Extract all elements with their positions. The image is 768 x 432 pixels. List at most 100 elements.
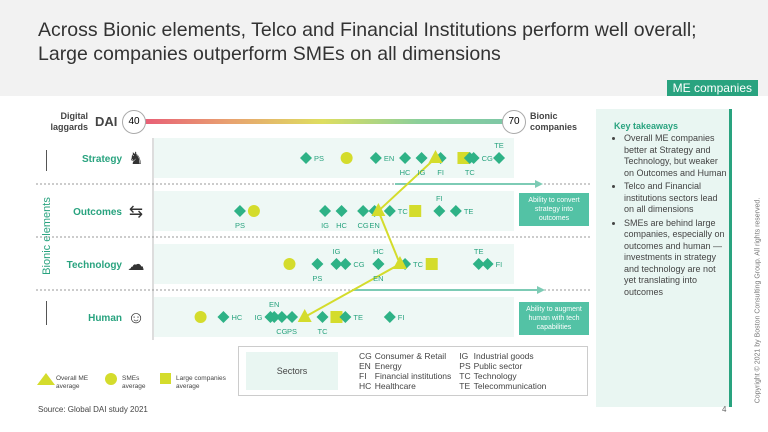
sector-label: PS: [235, 221, 245, 230]
sector-marker-tc: [316, 311, 329, 323]
large-average-marker: [425, 258, 438, 270]
sector-marker-hc: [335, 205, 348, 217]
sector-name: Energy: [374, 361, 402, 371]
dai-chart: Strategy ♞ PS EN HC IG FI TC CG TE Outcomes ⇆ PS IG HC…: [36, 138, 590, 340]
me-average-marker: [297, 309, 312, 322]
legend-large-average: Large companies average: [176, 375, 226, 390]
sector-code: HC: [359, 381, 372, 391]
sector-label: PS: [312, 274, 322, 283]
sector-marker-fi: [383, 311, 396, 323]
sector-label: EN: [384, 154, 394, 163]
sector-marker-cg: [275, 311, 288, 323]
bionic-companies-label: Bionic companies: [530, 111, 578, 132]
sector-marker-te: [472, 258, 485, 270]
sector-label: EN: [373, 274, 383, 283]
source-note: Source: Global DAI study 2021: [38, 405, 148, 414]
sector-code: CG: [359, 351, 372, 361]
sector-label: TE: [464, 207, 474, 216]
sme-average-marker: [194, 311, 207, 323]
copyright: Copyright © 2021 by Boston Consulting Gr…: [754, 197, 762, 404]
sector-label: FI: [436, 194, 443, 203]
sector-label: TC: [465, 168, 476, 177]
sector-label: TE: [353, 313, 363, 322]
header: [0, 0, 768, 96]
sector-label: FI: [496, 260, 503, 269]
sector-label: PS: [287, 327, 297, 336]
sector-marker-ig: [330, 258, 343, 270]
takeaway-item: SMEs are behind large companies, especia…: [624, 218, 729, 299]
sector-label: IG: [333, 247, 341, 256]
digital-laggards-label: Digital laggards: [50, 111, 88, 132]
sector-label: FI: [437, 168, 444, 177]
sector-label: CG: [276, 327, 287, 336]
sectors-title: Sectors: [246, 352, 338, 390]
sector-label: HC: [400, 168, 411, 177]
sector-label: FI: [398, 313, 405, 322]
sector-marker-hc: [217, 311, 230, 323]
dai-gradient-bar: [132, 119, 513, 124]
y-axis: Bionic elements: [12, 150, 82, 330]
large-average-square-icon: [160, 373, 171, 384]
row-label-strategy: Strategy: [82, 154, 122, 165]
row-label-outcomes: Outcomes: [73, 207, 122, 218]
sector-label: HC: [231, 313, 242, 322]
chess-knight-icon: ♞: [128, 149, 143, 168]
sector-label: TE: [474, 247, 484, 256]
key-takeaways-panel: Key takeaways Overall ME companies bette…: [596, 109, 732, 407]
dai-max: 70: [502, 110, 526, 134]
sector-name: Consumer & Retail: [374, 351, 447, 361]
sme-average-marker: [340, 152, 353, 164]
sector-marker-cg: [357, 205, 370, 217]
large-average-marker: [409, 205, 422, 217]
sector-marker-ig: [415, 152, 428, 164]
sector-marker-cg: [467, 152, 480, 164]
sector-marker-fi: [481, 258, 494, 270]
page-title: Across Bionic elements, Telco and Financ…: [38, 18, 697, 66]
sector-code: TC: [459, 371, 471, 381]
sector-label: TC: [413, 260, 424, 269]
sector-label: IG: [255, 313, 263, 322]
sector-name: Technology: [473, 371, 517, 381]
sector-marker-te: [339, 311, 352, 323]
me-average-path: [304, 157, 437, 318]
sector-label: TE: [494, 141, 504, 150]
legend-sme-average: SMEs average: [122, 375, 146, 390]
sector-label: EN: [369, 221, 379, 230]
sector-marker-en: [268, 311, 281, 323]
sector-name: Financial institutions: [374, 371, 452, 381]
dai-label: DAI: [95, 114, 118, 129]
takeaway-item: Telco and Financial institutions sectors…: [624, 181, 729, 216]
server-cloud-icon: ☁: [128, 255, 145, 274]
title-line: Across Bionic elements, Telco and Financ…: [38, 19, 697, 41]
sector-name: Industrial goods: [473, 351, 534, 361]
sector-code: FI: [359, 371, 367, 381]
sector-marker-ps: [286, 311, 299, 323]
sector-label: TC: [398, 207, 409, 216]
sector-label: HC: [373, 247, 384, 256]
sector-marker-ig: [319, 205, 332, 217]
sector-label: HC: [336, 221, 347, 230]
sector-marker-ps: [311, 258, 324, 270]
sector-name: Telecommunication: [473, 381, 547, 391]
sector-label: CG: [358, 221, 369, 230]
sector-marker-cg: [339, 258, 352, 270]
key-takeaways-title: Key takeaways: [614, 121, 679, 131]
sector-label: EN: [269, 300, 279, 309]
me-average-marker: [392, 256, 407, 269]
sector-label: TC: [318, 327, 329, 336]
sector-label: IG: [321, 221, 329, 230]
sector-marker-ps: [299, 152, 312, 164]
sector-name: Healthcare: [374, 381, 416, 391]
process-flow-icon: ⇆: [129, 202, 143, 221]
sector-code: TE: [459, 381, 471, 391]
dai-min: 40: [122, 110, 146, 134]
arrow-note-human: Ability to augment human with tech capab…: [519, 302, 589, 335]
sector-marker-te: [493, 152, 506, 164]
me-companies-badge: ME companies: [666, 80, 758, 96]
